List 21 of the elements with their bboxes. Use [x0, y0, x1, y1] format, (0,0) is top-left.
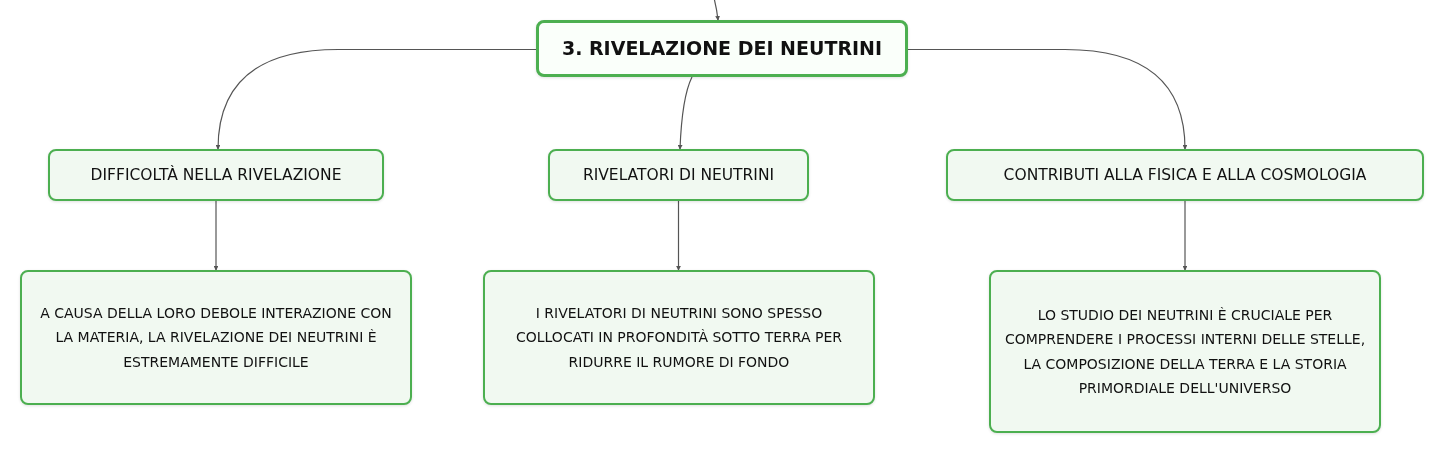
node-text: I RIVELATORI DI NEUTRINI SONO SPESSO COLLOCATI IN PROFONDITÀ SOTTO TERRA PER RIDURRE IL RUMORE DI FONDO: [514, 303, 844, 372]
node-text: LO STUDIO DEI NEUTRINI È CRUCIALE PER COMPRENDERE I PROCESSI INTERNI DELLE STELLE, LA COMPOSIZIONE DELLA TERRA E LA STORIA PRIMORDIALE DELL'UNIVERSO: [1003, 305, 1367, 398]
subtopic-box: [548, 149, 809, 201]
node-text: CONTRIBUTI ALLA FISICA E ALLA COSMOLOGIA: [1003, 165, 1367, 185]
arrow: [677, 76, 693, 150]
arrow: [713, 0, 720, 21]
node-text: DIFFICOLTÀ NELLA RIVELAZIONE: [90, 165, 342, 185]
detail-box: [483, 270, 875, 405]
arrow: [215, 48, 537, 150]
arrow: [907, 48, 1188, 150]
arrow: [676, 200, 681, 271]
node-text: RIVELATORI DI NEUTRINI: [582, 165, 775, 185]
subtopic-box: [48, 149, 384, 201]
arrow: [213, 200, 219, 271]
detail-box: [989, 270, 1381, 433]
arrow: [1182, 200, 1188, 271]
node-text: A CAUSA DELLA LORO DEBOLE INTERAZIONE CON LA MATERIA, LA RIVELAZIONE DEI NEUTRINI È ESTREMAMENTE DIFFICILE: [39, 303, 393, 372]
detail-box: [20, 270, 412, 405]
subtopic-box: [946, 149, 1424, 201]
node-text: 3. RIVELAZIONE DEI NEUTRINI: [561, 37, 883, 60]
topic-box: [536, 20, 908, 77]
